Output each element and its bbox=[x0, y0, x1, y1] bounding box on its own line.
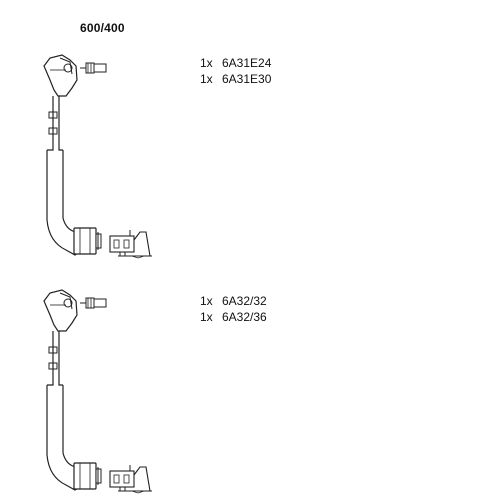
part-qty: 1x bbox=[200, 72, 213, 86]
part-code: 6A31E24 bbox=[222, 56, 272, 70]
lead-assembly-set-2 bbox=[43, 289, 153, 494]
part-qty: 1x bbox=[200, 294, 213, 308]
part-qty: 1x bbox=[200, 310, 213, 324]
part-row: 1x 6A31E24 bbox=[200, 55, 271, 71]
part-row: 1x 6A32/36 bbox=[200, 309, 267, 325]
part-code: 6A31E30 bbox=[222, 72, 272, 86]
part-qty: 1x bbox=[200, 56, 213, 70]
lead-assembly-set-1 bbox=[43, 54, 153, 259]
part-code: 6A32/36 bbox=[222, 310, 267, 324]
part-row: 1x 6A31E30 bbox=[200, 71, 271, 87]
part-row: 1x 6A32/32 bbox=[200, 293, 267, 309]
parts-list-set-2: 1x 6A32/32 1x 6A32/36 bbox=[200, 293, 267, 325]
page-title: 600/400 bbox=[80, 21, 125, 35]
parts-list-set-1: 1x 6A31E24 1x 6A31E30 bbox=[200, 55, 271, 87]
part-code: 6A32/32 bbox=[222, 294, 267, 308]
